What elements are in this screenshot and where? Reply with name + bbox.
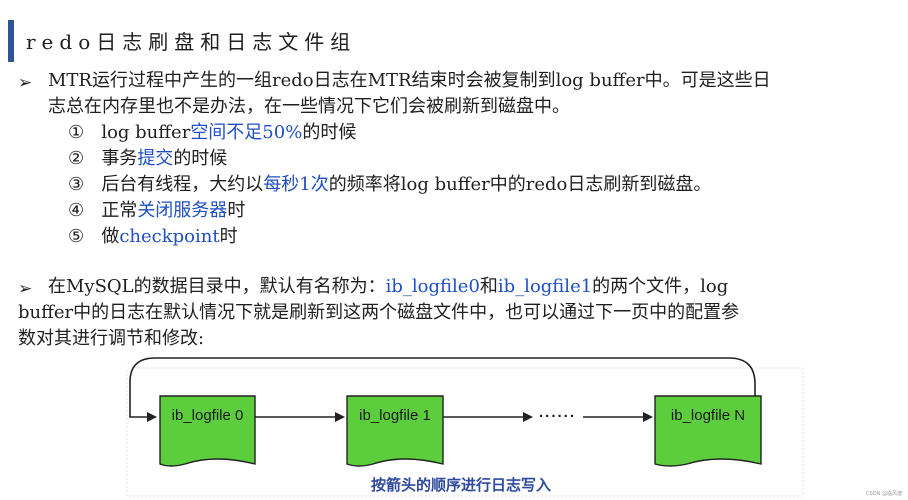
item-text: 正常 [101,200,138,221]
bullet1-line2: 志总在内存里也不是办法，在一些情况下它们会被刷新到磁盘中。 [48,96,570,117]
file-name-highlight: ib_logfile0 [385,276,480,297]
item-number: ④ [68,200,85,221]
list-item: ① log buffer空间不足50%的时候 [68,120,356,146]
item-number: ③ [68,174,85,195]
item-text: 时 [227,200,246,221]
item-text: 的频率将log buffer中的redo日志刷新到磁盘。 [328,174,712,195]
ellipsis-label: ...... [539,404,577,421]
title-accent-bar [8,20,14,62]
item-text: 的时候 [302,122,357,143]
bullet1-line1: MTR运行过程中产生的一组redo日志在MTR结束时会被复制到log buffe… [48,70,771,91]
item-text: 的时候 [173,148,228,169]
bullet2-line3: 数对其进行调节和修改: [18,328,205,349]
logfile-1-shape [346,395,444,467]
list-item: ② 事务提交的时候 [68,146,227,172]
item-text: 后台有线程，大约以 [101,174,264,195]
bullet2-line1: 在MySQL的数据目录中，默认有名称为：ib_logfile0和ib_logfi… [48,274,728,300]
bullet2-text: 的两个文件，log [592,276,729,297]
bullet-arrow-icon: ➢ [18,73,33,93]
item-highlight: 空间不足50% [190,122,303,143]
list-item: ④ 正常关闭服务器时 [68,198,245,224]
loop-arrow [129,357,756,422]
item-number: ⑤ [68,226,85,247]
item-highlight: 关闭服务器 [137,200,228,221]
bullet2-text: 和 [479,276,498,297]
diagram-caption: 按箭头的顺序进行日志写入 [371,476,552,494]
item-text: 时 [219,226,238,247]
bullet-arrow-icon: ➢ [18,279,33,299]
page-title: redo日志刷盘和日志文件组 [26,30,357,54]
bullet2-text: 在MySQL的数据目录中，默认有名称为： [48,276,386,297]
diagram-graphic [126,357,804,497]
bullet2-line2: buffer中的日志在默认情况下就是刷新到这两个磁盘文件中，也可以通过下一页中的… [18,302,740,323]
item-highlight: checkpoint [119,226,220,247]
list-item: ⑤ 做checkpoint时 [68,224,238,250]
item-text: 做 [101,226,120,247]
logfile-0-shape [159,395,256,467]
item-text: log buffer [101,122,191,143]
logfile-n-label: ib_logfile N [670,407,746,424]
list-item: ③ 后台有线程，大约以每秒1次的频率将log buffer中的redo日志刷新到… [68,172,711,198]
item-number: ② [68,148,85,169]
logfile-1-label: ib_logfile 1 [359,407,431,424]
item-number: ① [68,122,85,143]
item-text: 事务 [101,148,138,169]
watermark: CSDN @临风渡 [866,491,902,497]
logfile-group-diagram: ib_logfile 0 ib_logfile 1 ...... ib_logf… [125,352,805,497]
file-name-highlight: ib_logfile1 [497,276,593,297]
logfile-n-shape [654,395,762,467]
item-highlight: 提交 [137,148,174,169]
item-highlight: 每秒1次 [263,174,329,195]
logfile-0-label: ib_logfile 0 [171,407,244,424]
